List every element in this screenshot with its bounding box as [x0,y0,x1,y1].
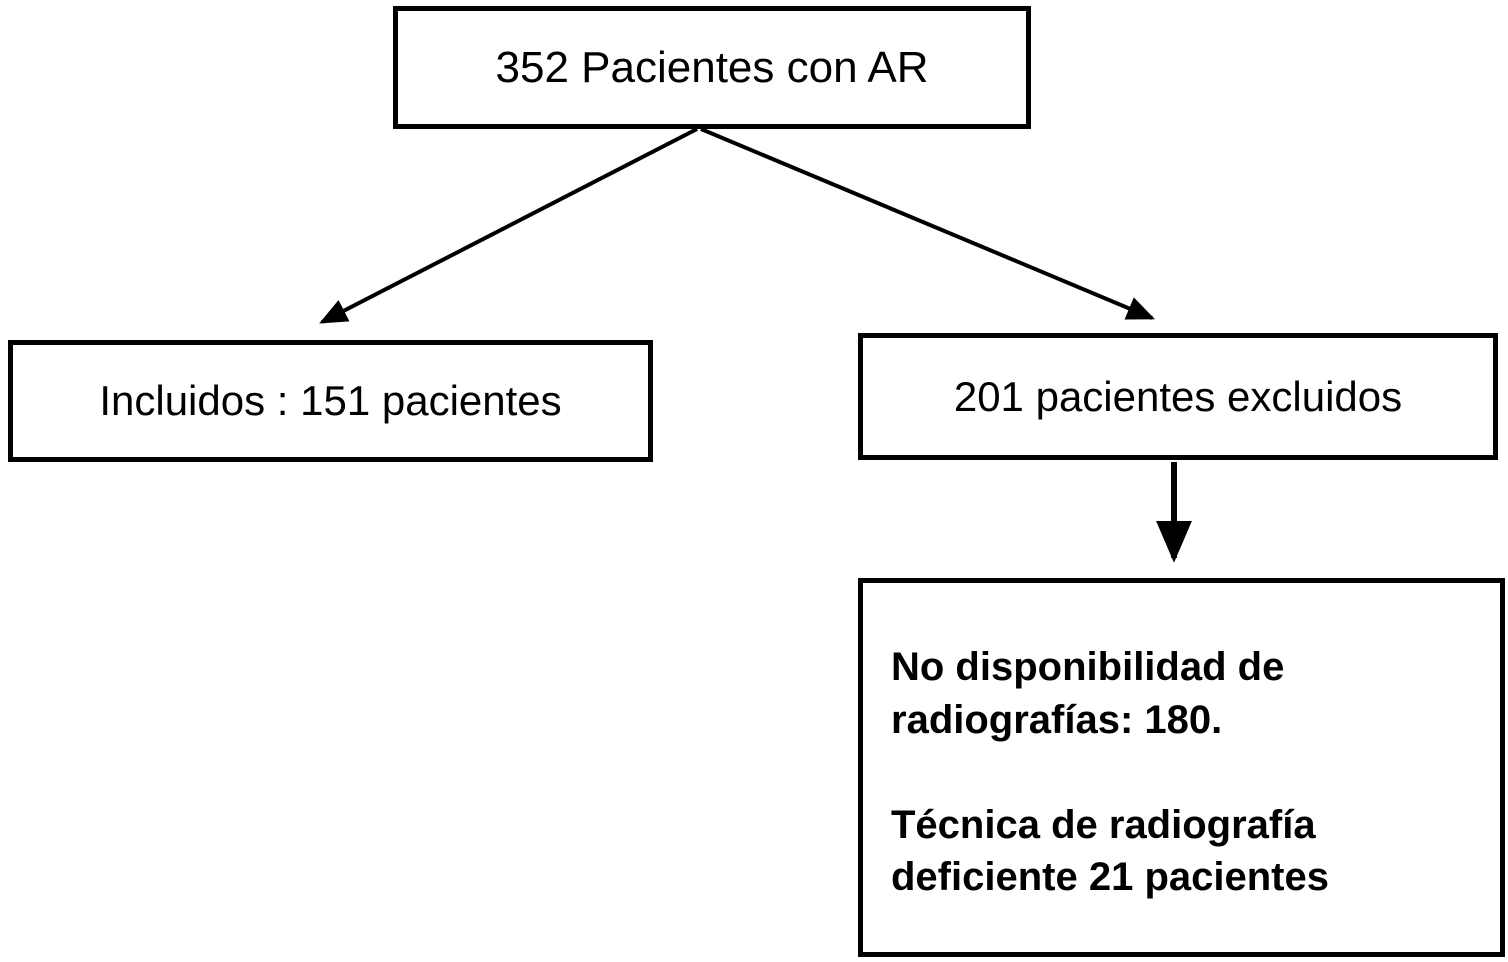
node-excluded-patients: 201 pacientes excluidos [858,333,1498,460]
exclusion-reason-deficient-technique: Técnica de radiografía deficiente 21 pac… [891,802,1329,900]
arrow-total-to-included [319,127,698,324]
node-exclusion-reasons: No disponibilidad de radiografías: 180. … [858,578,1505,957]
exclusion-reason-no-radiographs: No disponibilidad de radiografías: 180. [891,645,1285,742]
node-included-patients-label: Incluidos : 151 pacientes [99,377,562,424]
node-total-patients: 352 Pacientes con AR [393,6,1031,129]
node-total-patients-label: 352 Pacientes con AR [495,42,929,92]
node-excluded-patients-label: 201 pacientes excluidos [953,372,1403,420]
node-included-patients: Incluidos : 151 pacientes [8,340,653,462]
arrow-total-to-excluded [700,127,1155,320]
